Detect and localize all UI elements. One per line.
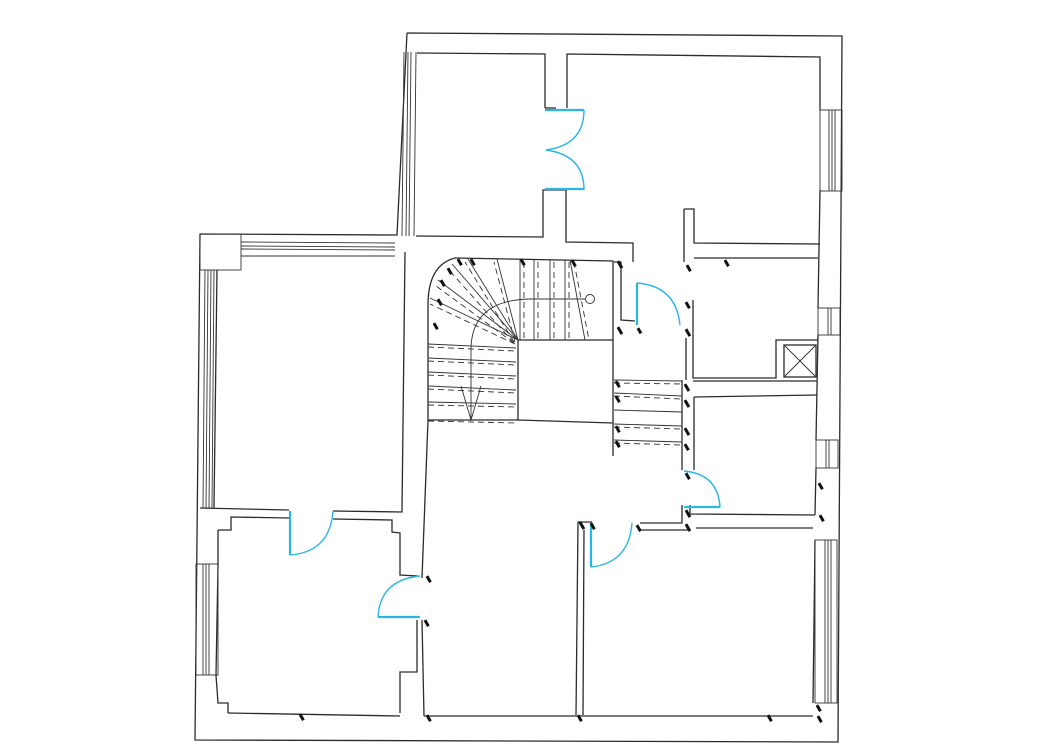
window-left-large-west: [202, 269, 215, 509]
door-top-double[interactable]: [545, 108, 585, 191]
point-markers: [298, 258, 825, 723]
door-stair-closet[interactable]: [635, 282, 681, 326]
window-east-2: [817, 307, 841, 336]
staircase: [427, 257, 683, 456]
shaft-box: [783, 344, 817, 378]
window-bottom-right-east: [814, 539, 838, 704]
stair-start-circle: [585, 294, 595, 304]
window-bottom-left-west: [195, 563, 219, 676]
interior-walls: [199, 107, 821, 717]
door-bottom-right[interactable]: [589, 522, 633, 568]
doors: [288, 108, 721, 619]
window-top-right-east: [819, 109, 843, 192]
window-left-large-north: [199, 233, 396, 271]
door-bottom-left-east[interactable]: [377, 575, 421, 619]
window-top-left-west: [401, 51, 417, 237]
window-east-3: [815, 439, 839, 469]
door-right-small[interactable]: [683, 470, 721, 509]
windows: [195, 51, 843, 704]
door-bottom-left-north[interactable]: [288, 510, 334, 556]
